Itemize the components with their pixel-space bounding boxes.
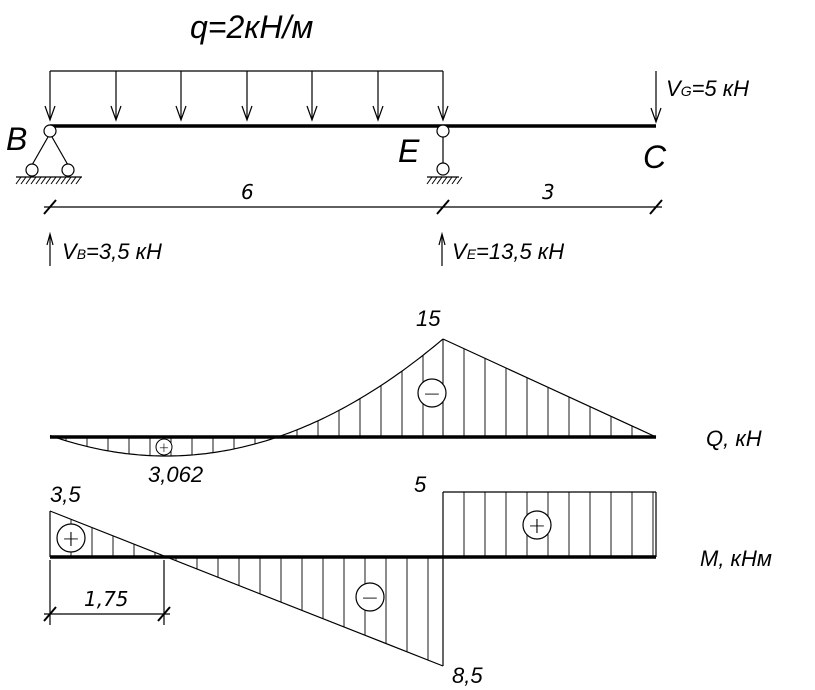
distributed-load-label: q=2кН/м bbox=[190, 9, 313, 45]
ground-hatch bbox=[30, 176, 37, 185]
moment-diagram: 3,5 5 8,5 + + − 1,75 M, кНм bbox=[43, 472, 772, 688]
reaction-label-E: VE=13,5 кН bbox=[452, 239, 564, 264]
moment-hatching bbox=[70, 492, 654, 661]
shear-peak-label: 15 bbox=[416, 306, 441, 331]
ground-hatch bbox=[436, 176, 443, 185]
span-length-BE: 6 bbox=[241, 180, 254, 204]
ground-hatch bbox=[40, 176, 47, 185]
moment-positive-sign-left: + bbox=[56, 523, 86, 553]
ground-hatch bbox=[456, 176, 463, 185]
load-arrowhead bbox=[110, 105, 122, 122]
span-length-EC: 3 bbox=[542, 180, 555, 204]
ground-hatch bbox=[431, 176, 438, 185]
ground-hatch bbox=[451, 176, 458, 185]
shear-positive-sign: + bbox=[155, 438, 173, 456]
shear-axis-label: Q, кН bbox=[706, 426, 762, 451]
ground-hatch bbox=[25, 176, 32, 185]
ground-hatch bbox=[60, 176, 67, 185]
svg-text:−: − bbox=[361, 586, 379, 611]
moment-right-label: 5 bbox=[414, 472, 427, 497]
ground-hatch bbox=[45, 176, 52, 185]
ground-hatch bbox=[65, 176, 72, 185]
shear-negative-sign: − bbox=[417, 378, 447, 408]
svg-text:+: + bbox=[62, 527, 80, 552]
shear-min-label: 3,062 bbox=[148, 462, 203, 487]
moment-bottom-label: 8,5 bbox=[452, 663, 483, 688]
ground-hatch bbox=[70, 176, 77, 185]
moment-line-BE bbox=[49, 510, 444, 667]
zero-point-distance: 1,75 bbox=[84, 587, 129, 611]
point-label-C: C bbox=[643, 139, 667, 175]
ground-hatch bbox=[446, 176, 453, 185]
reaction-label-B: VB=3,5 кН bbox=[62, 239, 162, 264]
reaction-arrow-E bbox=[438, 231, 446, 266]
load-arrows bbox=[44, 71, 449, 122]
svg-text:−: − bbox=[423, 382, 441, 407]
moment-axis-label: M, кНм bbox=[700, 546, 772, 571]
shear-diagram: 15 3,062 + − Q, кН bbox=[49, 306, 762, 487]
load-arrowhead bbox=[44, 105, 56, 122]
moment-negative-sign: − bbox=[355, 582, 385, 612]
load-arrowhead bbox=[372, 105, 384, 122]
moment-positive-sign-right: + bbox=[522, 510, 552, 540]
moment-left-label: 3,5 bbox=[50, 482, 81, 507]
zero-point-dimension bbox=[43, 560, 171, 625]
shear-curve bbox=[49, 338, 444, 457]
roller-support-E bbox=[426, 124, 463, 185]
point-label-E: E bbox=[398, 133, 420, 169]
span-dimension bbox=[43, 199, 663, 215]
load-arrowhead bbox=[437, 105, 449, 122]
svg-text:+: + bbox=[159, 441, 170, 456]
pin-support-B bbox=[15, 124, 82, 185]
ground-hatch bbox=[35, 176, 42, 185]
point-load-arrowhead bbox=[650, 107, 662, 124]
ground-hatch bbox=[75, 176, 82, 185]
svg-text:+: + bbox=[528, 514, 546, 539]
load-arrowhead bbox=[306, 105, 318, 122]
shear-line-EC bbox=[442, 338, 657, 438]
load-arrowhead bbox=[241, 105, 253, 122]
ground-hatch bbox=[15, 176, 22, 185]
load-arrowhead bbox=[175, 105, 187, 122]
ground-hatch bbox=[50, 176, 57, 185]
ground-hatch bbox=[20, 176, 27, 185]
point-label-B: B bbox=[6, 121, 27, 157]
reaction-arrow-B bbox=[46, 231, 54, 266]
ground-hatch bbox=[426, 176, 433, 185]
ground-hatch bbox=[55, 176, 62, 185]
point-load-label: VG=5 кН bbox=[666, 76, 749, 101]
ground-hatch bbox=[441, 176, 448, 185]
beam-scheme: q=2кН/м VG=5 кН B E C bbox=[6, 9, 749, 266]
